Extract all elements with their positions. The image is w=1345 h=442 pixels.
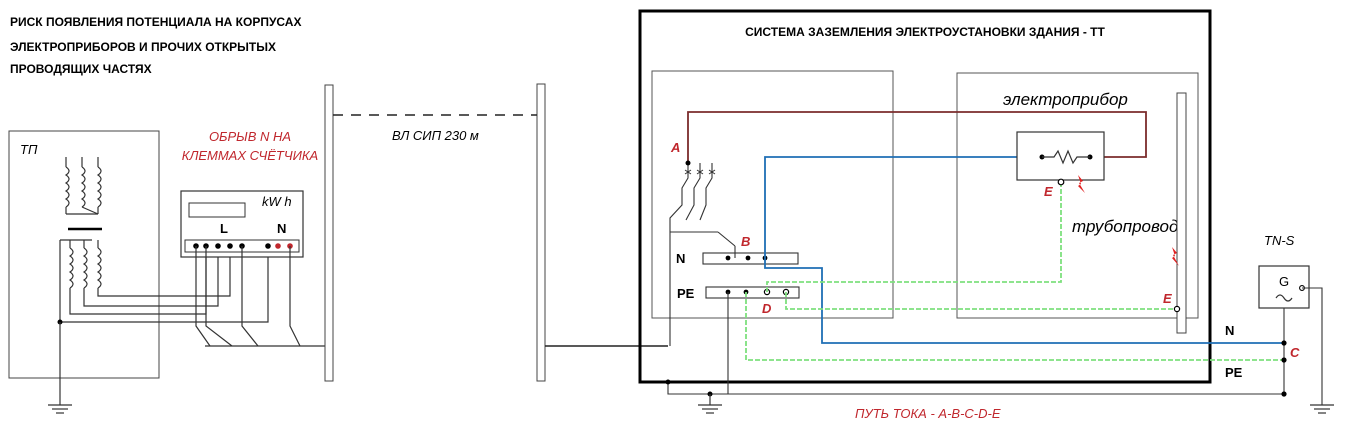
point-c-label: C xyxy=(1290,345,1300,360)
ac-wave-icon xyxy=(1275,294,1293,302)
source-node-pe xyxy=(1281,357,1287,363)
fault-label-line-2: КЛЕММАХ СЧЁТЧИКА xyxy=(182,148,318,163)
ground-icon-source xyxy=(1310,404,1334,414)
pipeline-label: трубопровод xyxy=(1072,217,1178,236)
breaker-marks xyxy=(684,169,716,175)
substation-label: ТП xyxy=(20,142,38,157)
point-e-label-pipeline: E xyxy=(1163,291,1172,306)
ground-icon-substation xyxy=(48,322,72,414)
source-node-ground xyxy=(1281,391,1287,397)
point-b-label: B xyxy=(741,234,750,249)
neutral-wire-appliance xyxy=(764,156,1042,258)
meter-phase-label: L xyxy=(220,221,228,236)
building-boundary xyxy=(638,9,1212,384)
fault-label-line-1: ОБРЫВ N НА xyxy=(209,129,291,144)
meter-unit: kW h xyxy=(262,194,292,209)
pe-bus xyxy=(705,286,800,299)
source-node-n xyxy=(1281,340,1287,346)
n-bus-terminal-1 xyxy=(725,255,731,261)
header-line-2: ЭЛЕКТРОПРИБОРОВ И ПРОЧИХ ОТКРЫТЫХ xyxy=(10,40,276,54)
meter-display xyxy=(188,202,246,218)
pole-left xyxy=(324,84,334,382)
n-bus xyxy=(702,252,799,265)
substation-box xyxy=(8,130,160,379)
source-ground-wire xyxy=(1302,287,1323,405)
appliance-label: электроприбор xyxy=(1003,90,1128,109)
current-path-label: ПУТЬ ТОКА - A-B-C-D-E xyxy=(855,406,1001,421)
pe-wire-to-source xyxy=(745,292,1284,361)
pole-right xyxy=(536,83,546,382)
appliance-pe-terminal xyxy=(1057,178,1065,186)
pipeline xyxy=(1176,92,1187,334)
room-box xyxy=(956,72,1199,319)
lightning-icon-appliance xyxy=(1078,175,1085,193)
meter-neutral-label: N xyxy=(277,221,286,236)
building-title: СИСТЕМА ЗАЗЕМЛЕНИЯ ЭЛЕКТРОУСТАНОВКИ ЗДАН… xyxy=(745,25,1105,39)
lightning-icon-pipeline xyxy=(1172,247,1179,266)
distribution-panel xyxy=(651,70,894,319)
n-bus-label: N xyxy=(676,251,685,266)
header-line-1: РИСК ПОЯВЛЕНИЯ ПОТЕНЦИАЛА НА КОРПУСАХ xyxy=(10,15,301,29)
transformer-secondary xyxy=(59,239,102,322)
ground-icon-building xyxy=(698,394,722,414)
circuit-breakers xyxy=(669,163,736,346)
pe-bus-label: PE xyxy=(677,286,695,301)
pipeline-pe-terminal xyxy=(1173,305,1181,313)
point-e-label-appliance: E xyxy=(1044,184,1053,199)
source-n-label: N xyxy=(1225,323,1234,338)
pe-wire-pipeline xyxy=(785,292,1177,310)
building-ground-wire xyxy=(667,292,729,395)
transformer-primary xyxy=(64,157,102,215)
n-bus-terminal-2 xyxy=(745,255,751,261)
building-ground-node-1 xyxy=(665,379,671,385)
meter-outputs xyxy=(195,246,330,347)
point-d-label: D xyxy=(762,301,772,316)
phase-wire xyxy=(687,111,1147,163)
source-system-label: TN-S xyxy=(1264,233,1295,248)
header-line-3: ПРОВОДЯЩИХ ЧАСТЯХ xyxy=(10,62,152,76)
point-a-label: A xyxy=(670,140,680,155)
phase-node-a xyxy=(685,160,691,166)
source-pe-label: PE xyxy=(1225,365,1243,380)
pe-wire-appliance xyxy=(766,182,1062,292)
neutral-wire-to-source xyxy=(764,258,1284,344)
resistor-icon xyxy=(1042,149,1090,165)
generator-label: G xyxy=(1279,274,1289,289)
overhead-line-label: ВЛ СИП 230 м xyxy=(392,128,479,143)
